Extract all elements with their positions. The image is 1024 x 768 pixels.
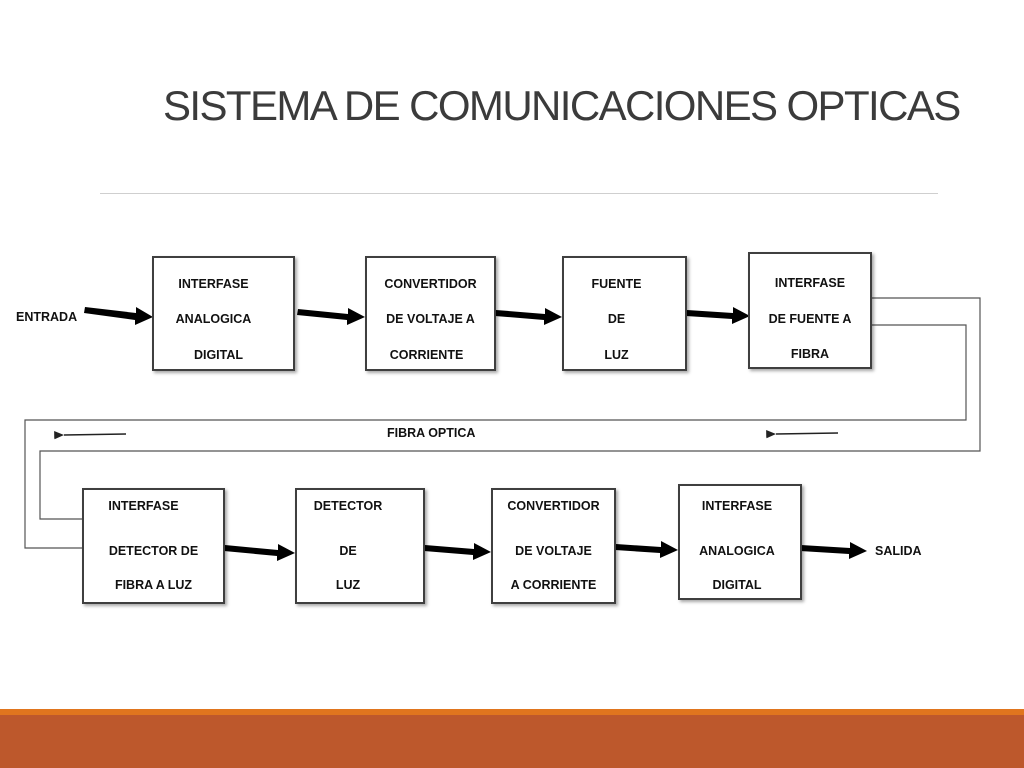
block-voltage-current-converter-rx: CONVERTIDOR DE VOLTAJE A CORRIENTE	[491, 488, 616, 604]
footer-accent-line	[0, 709, 1024, 715]
arrow-bottom-3	[615, 541, 678, 558]
block-line: DE VOLTAJE A	[386, 312, 475, 326]
block-line: CORRIENTE	[389, 348, 464, 362]
block-line: DIGITAL	[712, 578, 762, 592]
block-source-to-fiber-interface: INTERFASE DE FUENTE A FIBRA	[748, 252, 872, 369]
block-line: DETECTOR	[313, 499, 383, 513]
block-analog-digital-interface-tx: INTERFASE ANALOGICA DIGITAL	[152, 256, 295, 371]
fiber-optic-label: FIBRA OPTICA	[387, 426, 476, 440]
output-label: SALIDA	[875, 544, 922, 558]
slide-title: SISTEMA DE COMUNICACIONES OPTICAS	[163, 82, 961, 129]
block-light-detector: DETECTOR DE LUZ	[295, 488, 425, 604]
fiber-direction-arrow-left	[54, 430, 127, 440]
block-voltage-current-converter-tx: CONVERTIDOR DE VOLTAJE A CORRIENTE	[365, 256, 496, 371]
block-line: CONVERTIDOR	[507, 499, 600, 513]
arrow-top-3	[686, 307, 750, 324]
block-line: DETECTOR DE	[108, 544, 199, 558]
arrow-bottom-1	[224, 544, 295, 561]
block-line: INTERFASE	[178, 277, 249, 291]
flow-arrows-top	[84, 307, 750, 325]
block-line: DE FUENTE A	[768, 312, 852, 326]
block-line: ANALOGICA	[699, 544, 775, 558]
block-line: FIBRA	[790, 347, 830, 361]
block-line: FUENTE	[591, 277, 642, 291]
arrow-bottom-2	[424, 543, 491, 560]
block-line: DE	[339, 544, 357, 558]
block-line: LUZ	[335, 578, 361, 592]
block-line: LUZ	[604, 348, 629, 362]
block-line: INTERFASE	[774, 276, 846, 290]
block-line: CONVERTIDOR	[384, 277, 477, 291]
arrow-top-2	[495, 308, 562, 325]
arrow-input	[84, 307, 153, 325]
block-line: INTERFASE	[108, 499, 179, 513]
fiber-loop-outer	[39, 297, 981, 520]
arrow-top-1	[297, 308, 365, 325]
title-divider	[100, 193, 938, 194]
block-line: DE VOLTAJE	[515, 544, 592, 558]
block-line: DIGITAL	[193, 348, 244, 362]
block-line: INTERFASE	[701, 499, 773, 513]
block-line: DE	[607, 312, 626, 326]
arrow-output	[800, 542, 867, 559]
fiber-loop-inner	[24, 324, 967, 549]
block-line: FIBRA A LUZ	[114, 578, 193, 592]
block-fiber-to-light-detector-interface: INTERFASE DETECTOR DE FIBRA A LUZ	[82, 488, 225, 604]
block-line: ANALOGICA	[175, 312, 252, 326]
input-label: ENTRADA	[16, 310, 78, 324]
block-light-source: FUENTE DE LUZ	[562, 256, 687, 371]
block-line: A CORRIENTE	[510, 578, 597, 592]
fiber-direction-arrow-right	[766, 429, 839, 439]
block-analog-digital-interface-rx: INTERFASE ANALOGICA DIGITAL	[678, 484, 802, 600]
footer-band	[0, 715, 1024, 768]
flow-arrows-bottom	[224, 541, 867, 561]
